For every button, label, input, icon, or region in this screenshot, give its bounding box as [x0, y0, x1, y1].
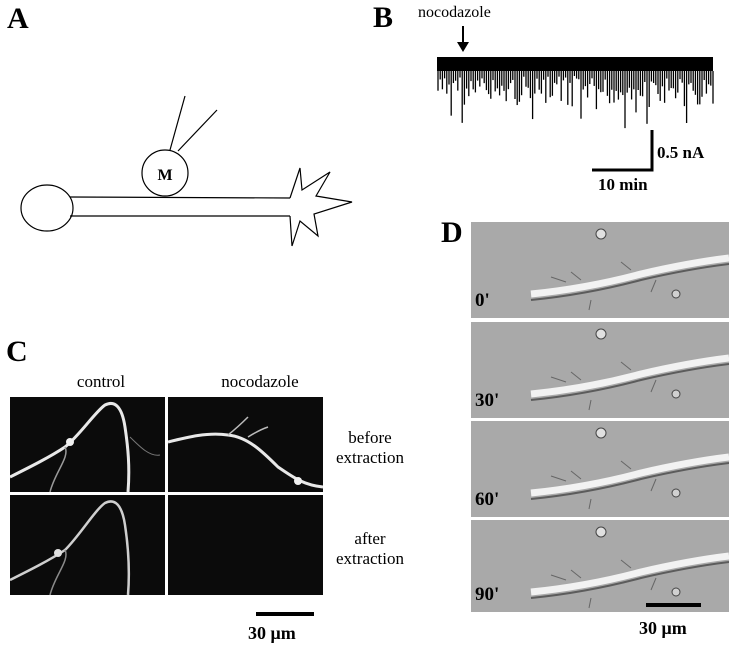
panel-a-schematic: M [20, 95, 353, 247]
nocodazole-arrow-label: nocodazole [418, 4, 491, 21]
myocyte [141, 149, 189, 197]
col-header-control: control [76, 372, 126, 391]
trace-baseline [437, 57, 713, 71]
panel-letter-b: B [373, 1, 394, 34]
current-trace [437, 26, 714, 172]
dic-frame: 0' [471, 222, 729, 318]
scale-bar-c [256, 612, 314, 616]
scale-label-d: 30 μm [639, 618, 687, 638]
neuron-soma [20, 184, 74, 232]
frame-time-label: 60' [475, 489, 500, 510]
scale-bar-d [646, 603, 701, 607]
image-nocodazole-before [168, 397, 323, 492]
row-label-after: after extraction [336, 529, 404, 568]
scale-bar-b [592, 130, 654, 172]
frame-time-label: 0' [475, 290, 490, 311]
dic-frame: 30' [471, 322, 729, 418]
recording-pipette [169, 95, 218, 152]
myocyte-label: M [157, 167, 172, 184]
image-control-after [10, 495, 165, 595]
image-control-before [10, 397, 165, 492]
scale-current-label: 0.5 nA [657, 143, 705, 162]
frame-time-label: 90' [475, 584, 500, 605]
image-nocodazole-after [168, 495, 323, 595]
dic-frame: 60' [471, 421, 729, 517]
panel-letter-a: A [7, 2, 29, 35]
trace-events [437, 71, 714, 129]
arrow-head [457, 42, 469, 52]
scale-time-label: 10 min [598, 175, 648, 194]
panel-letter-d: D [441, 216, 463, 249]
col-header-nocodazole: nocodazole [221, 372, 299, 391]
panel-letter-c: C [6, 335, 28, 368]
row-label-before: before extraction [336, 428, 404, 467]
dic-frame: 90' [471, 520, 729, 612]
frame-time-label: 30' [475, 390, 500, 411]
growth-cone [289, 167, 353, 247]
neurite [69, 196, 291, 217]
scale-label-c: 30 μm [248, 623, 296, 643]
